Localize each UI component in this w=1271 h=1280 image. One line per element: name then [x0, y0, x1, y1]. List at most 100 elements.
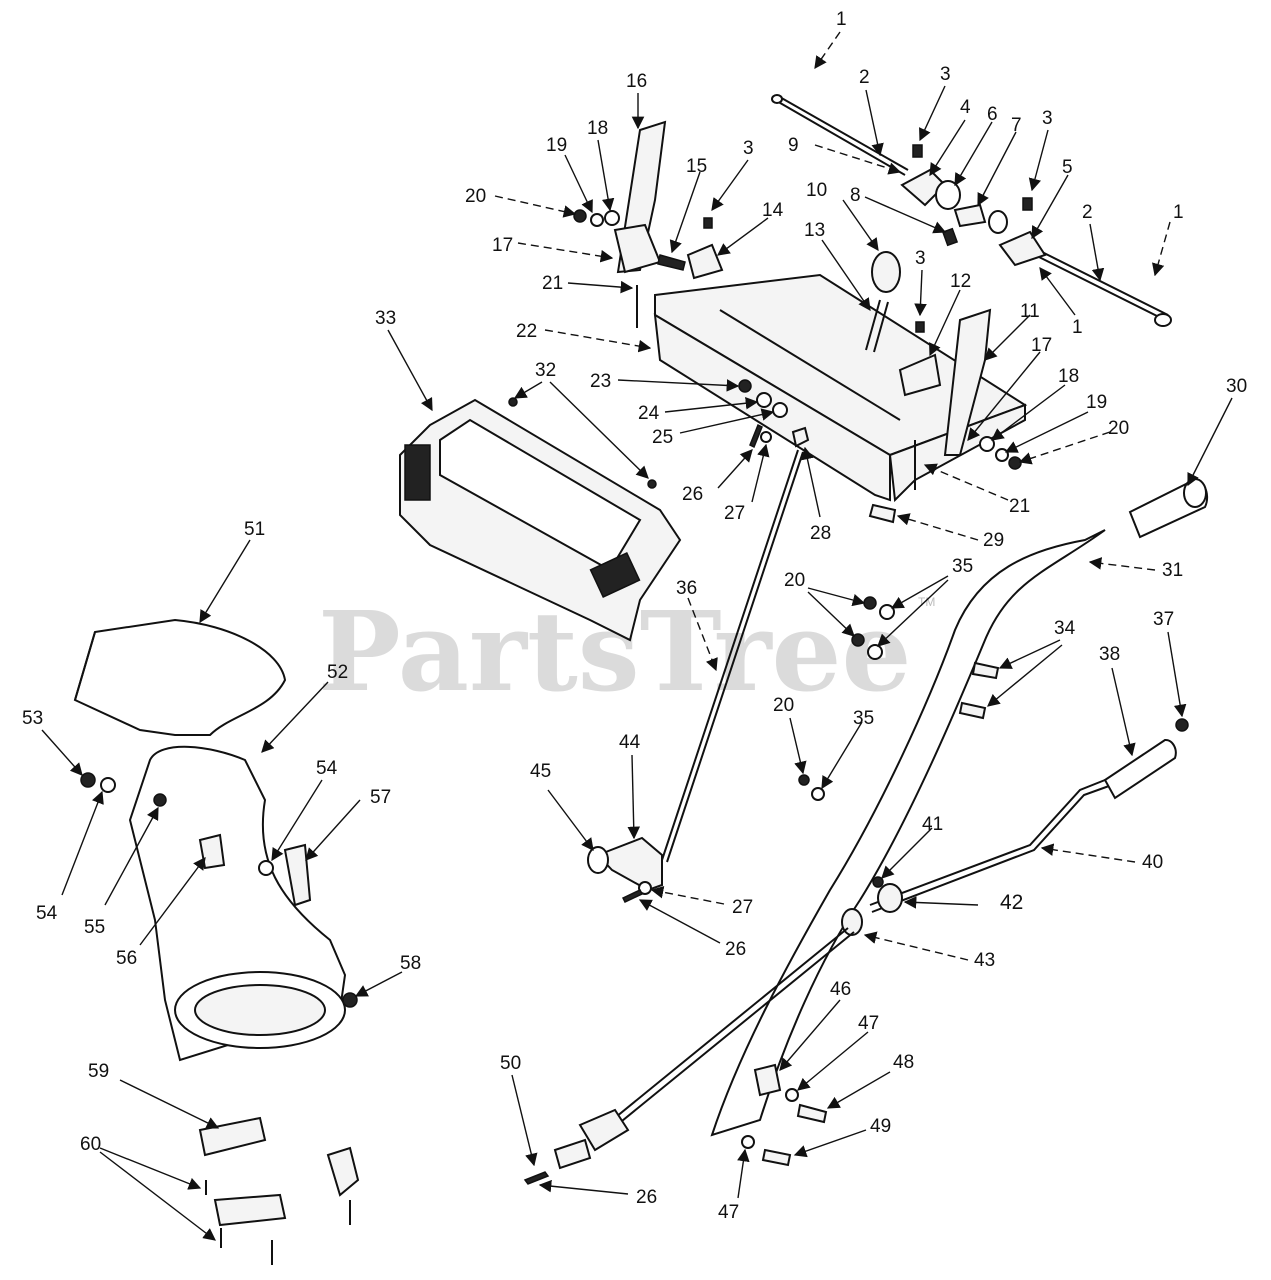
callout-10: 10: [806, 180, 827, 201]
shift-lever: [865, 299, 881, 351]
callout-37: 37: [1153, 609, 1174, 630]
lever-44: [596, 836, 663, 892]
chute-cover-vent-left: [404, 444, 431, 501]
pin-26: [749, 423, 763, 449]
callout-5: 5: [1062, 157, 1073, 178]
callout-60: 60: [80, 1134, 101, 1155]
nut-3c: [703, 217, 713, 229]
callout-50: 50: [500, 1053, 521, 1074]
nut-23: [738, 379, 752, 393]
callout-55: 55: [84, 917, 105, 938]
washer-54b: [258, 860, 274, 876]
callout-3: 3: [743, 138, 754, 159]
callout-1: 1: [836, 9, 847, 30]
spring-8: [941, 227, 959, 247]
bracket-46: [753, 1063, 782, 1097]
nut-58: [342, 992, 358, 1008]
grip-38: [1103, 738, 1177, 800]
callout-7: 7: [1011, 115, 1022, 136]
bolt-48: [796, 1103, 828, 1124]
callout-21: 21: [1009, 496, 1030, 517]
nut-20c: [798, 774, 810, 786]
chute-rod-b: [605, 931, 855, 1135]
bracket-7: [953, 203, 987, 228]
callout-41: 41: [922, 814, 943, 835]
crank-rod-40: [869, 779, 1106, 906]
callout-12: 12: [950, 271, 971, 292]
watermark-trademark: TM: [918, 595, 935, 609]
screw-32a: [508, 397, 518, 407]
washer-18-left: [604, 210, 620, 226]
crank-rod-40b: [871, 785, 1110, 913]
bracket-57: [283, 843, 312, 907]
callout-47: 47: [858, 1013, 879, 1034]
callout-14: 14: [762, 200, 784, 221]
callout-46: 46: [830, 979, 851, 1000]
callout-20: 20: [784, 570, 805, 591]
callout-35: 35: [952, 556, 973, 577]
callout-54: 54: [316, 758, 338, 779]
bolt-34a: [971, 661, 1000, 680]
callout-11: 11: [1020, 301, 1040, 322]
nut-20-right: [1008, 456, 1022, 470]
callout-30: 30: [1226, 376, 1247, 397]
callout-29: 29: [983, 530, 1004, 551]
callout-31: 31: [1162, 560, 1183, 581]
washer-18-right: [979, 436, 995, 452]
callout-34: 34: [1054, 618, 1076, 639]
callout-28: 28: [810, 523, 831, 544]
washer-25: [772, 402, 788, 418]
bolt-49: [761, 1148, 792, 1167]
callout-20: 20: [773, 695, 794, 716]
callout-40: 40: [1142, 852, 1163, 873]
callout-26: 26: [725, 939, 746, 960]
callout-3: 3: [940, 64, 951, 85]
pin-29: [868, 503, 897, 524]
bolt-34b: [958, 701, 987, 720]
callout-25: 25: [652, 427, 673, 448]
callout-45: 45: [530, 761, 551, 782]
washer-54a: [100, 777, 116, 793]
callout-56: 56: [116, 948, 137, 969]
shaft-rod-right-b: [1037, 249, 1169, 316]
callout-33: 33: [375, 308, 396, 329]
callout-38: 38: [1099, 644, 1120, 665]
chute-rod: [599, 927, 849, 1131]
callout-15: 15: [686, 156, 707, 177]
callout-19: 19: [1086, 392, 1107, 413]
nut-3a: [912, 144, 923, 158]
part-drawings: [73, 94, 1209, 1265]
disc-7b: [988, 210, 1008, 234]
disc-6: [935, 180, 961, 210]
chute-deflector-51: [73, 618, 287, 736]
callout-18: 18: [1058, 366, 1079, 387]
chute-cover-33-window: [439, 418, 642, 572]
shaft-rod-right: [1034, 254, 1166, 321]
bracket-42: [877, 883, 903, 913]
pin-26c: [523, 1171, 550, 1185]
pin-26b: [621, 889, 644, 903]
nut-20-left: [573, 209, 587, 223]
washer-47b: [741, 1135, 755, 1149]
callout-35: 35: [853, 708, 874, 729]
shift-lever-b: [873, 301, 889, 353]
callout-54: 54: [36, 903, 58, 924]
callout-27: 27: [724, 503, 745, 524]
chute-deflector-edge: [74, 631, 96, 701]
callout-51: 51: [244, 519, 265, 540]
callout-49: 49: [870, 1116, 891, 1137]
callout-43: 43: [974, 950, 995, 971]
callout-27: 27: [732, 897, 753, 918]
callout-17: 17: [1031, 335, 1052, 356]
callout-53: 53: [22, 708, 43, 729]
keeper-59c: [326, 1146, 360, 1197]
rod-end-left: [771, 94, 783, 104]
nut-3b: [1022, 197, 1033, 211]
washer-35b: [867, 644, 883, 660]
callout-1: 1: [1173, 202, 1184, 223]
callout-59: 59: [88, 1061, 109, 1082]
callout-2: 2: [859, 67, 870, 88]
chute-cover-vent-right: [589, 551, 641, 599]
nut-55: [153, 793, 167, 807]
callout-26: 26: [636, 1187, 657, 1208]
